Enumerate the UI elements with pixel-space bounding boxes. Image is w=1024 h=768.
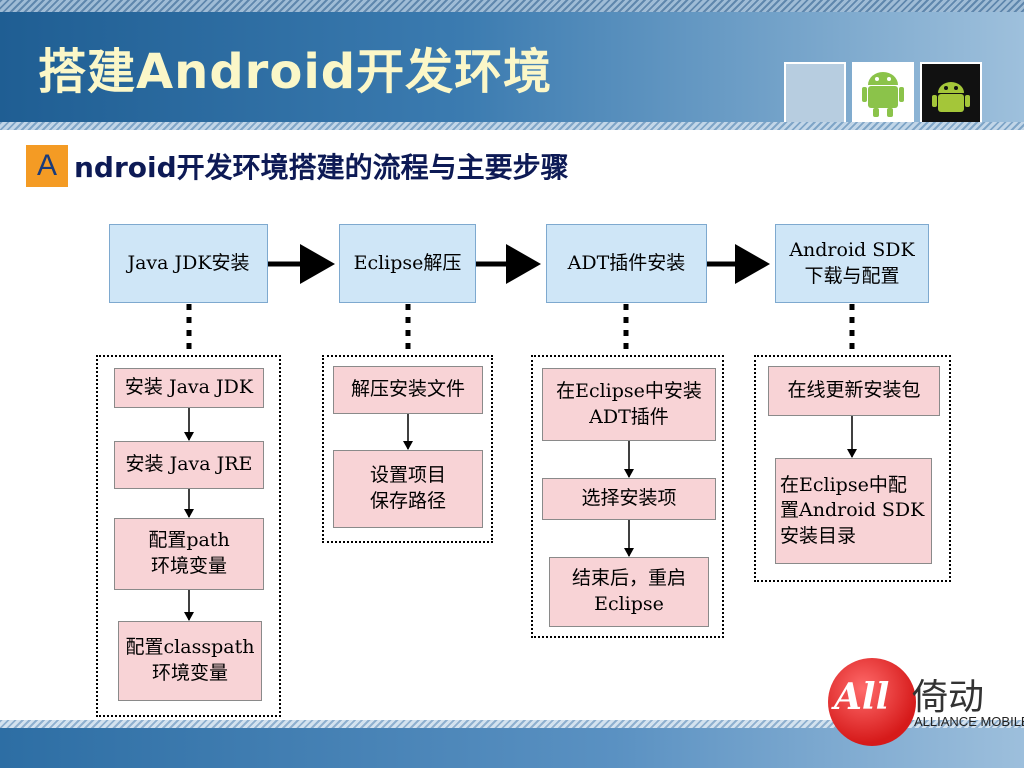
step-box-adt: ADT插件安装	[546, 224, 707, 303]
substep-group-eclipse	[322, 355, 493, 543]
substep-group-sdk	[754, 355, 951, 582]
substep-group-adt	[531, 355, 724, 638]
substep-group-jdk	[96, 355, 281, 717]
top-decorative-stripe	[0, 0, 1024, 12]
title-bar: 搭建Android开发环境	[0, 12, 1024, 130]
subtitle-badge: A	[26, 145, 68, 187]
substep-online-update: 在线更新安装包	[768, 366, 940, 416]
step-box-eclipse: Eclipse解压	[339, 224, 476, 303]
substep-project-path: 设置项目 保存路径	[333, 450, 483, 528]
blank-thumbnail	[784, 62, 846, 124]
substep-classpath-env: 配置classpath 环境变量	[118, 621, 262, 701]
substep-select-items: 选择安装项	[542, 478, 716, 520]
substep-unzip-files: 解压安装文件	[333, 366, 483, 414]
company-logo-en: ALLIANCE MOBILE	[914, 714, 1024, 729]
android-robot-dark-icon	[920, 62, 982, 124]
substep-path-env: 配置path 环境变量	[114, 518, 264, 590]
step-box-sdk: Android SDK 下载与配置	[775, 224, 929, 303]
substep-install-jdk: 安装 Java JDK	[114, 368, 264, 408]
company-logo-cn: 倚动	[912, 677, 985, 718]
substep-install-jre: 安装 Java JRE	[114, 441, 264, 489]
company-logo-mark	[828, 658, 916, 746]
subtitle: ndroid开发环境搭建的流程与主要步骤	[74, 151, 569, 184]
substep-restart-eclipse: 结束后，重启 Eclipse	[549, 557, 709, 627]
substep-install-adt: 在Eclipse中安装 ADT插件	[542, 368, 716, 441]
android-robot-icon	[852, 62, 914, 124]
step-box-jdk: Java JDK安装	[109, 224, 268, 303]
footer-decorative-stripe	[0, 720, 1024, 728]
substep-config-sdk-dir: 在Eclipse中配 置Android SDK 安装目录	[775, 458, 932, 564]
company-logo-text: All	[834, 676, 890, 718]
page-title: 搭建Android开发环境	[38, 44, 553, 100]
